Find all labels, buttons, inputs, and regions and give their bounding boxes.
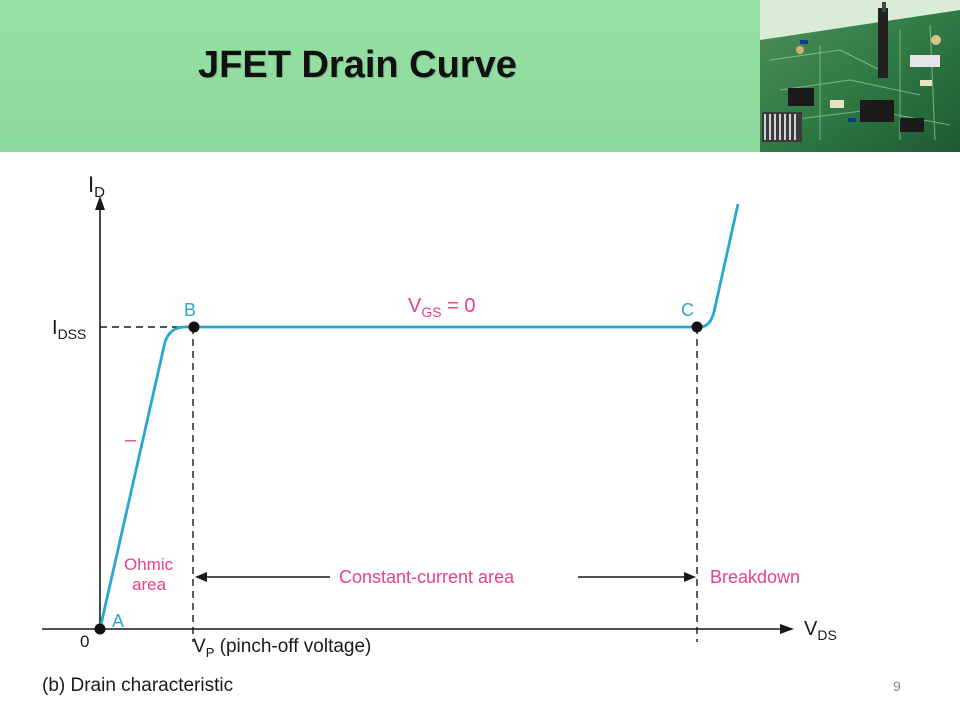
point-b-label: B (184, 300, 196, 320)
slide-title: JFET Drain Curve (198, 44, 517, 86)
x-axis-arrow (780, 624, 794, 634)
breakdown-label: Breakdown (710, 567, 800, 587)
drain-curve-diagram: ID IDSS A B C VGS = 0 – Ohmic area Const… (0, 152, 960, 720)
y-axis-arrow (95, 196, 105, 210)
point-b-dot (188, 321, 200, 333)
origin-label: 0 (80, 632, 89, 651)
vp-label: VP (pinch-off voltage) (193, 636, 371, 660)
point-c-dot (691, 321, 703, 333)
slope-mark: – (125, 429, 137, 451)
arrow-right-head-icon (684, 572, 696, 582)
point-a-label: A (112, 611, 124, 631)
drain-curve (98, 203, 740, 630)
y-axis-label: ID (88, 172, 105, 201)
vgs-label: VGS = 0 (408, 295, 476, 320)
diagram-caption: (b) Drain characteristic (42, 675, 233, 696)
circuit-board-photo (760, 0, 960, 152)
x-axis-label: VDS (804, 618, 837, 643)
ohmic-area-label-line2: area (132, 575, 167, 594)
arrow-left-head-icon (195, 572, 207, 582)
constant-current-label: Constant-current area (339, 567, 515, 587)
page-number: 9 (893, 678, 901, 694)
idss-label: IDSS (52, 317, 86, 342)
ohmic-area-label-line1: Ohmic (124, 555, 174, 574)
point-a-dot (94, 623, 106, 635)
header-banner: JFET Drain Curve (0, 0, 760, 152)
point-c-label: C (681, 300, 694, 320)
